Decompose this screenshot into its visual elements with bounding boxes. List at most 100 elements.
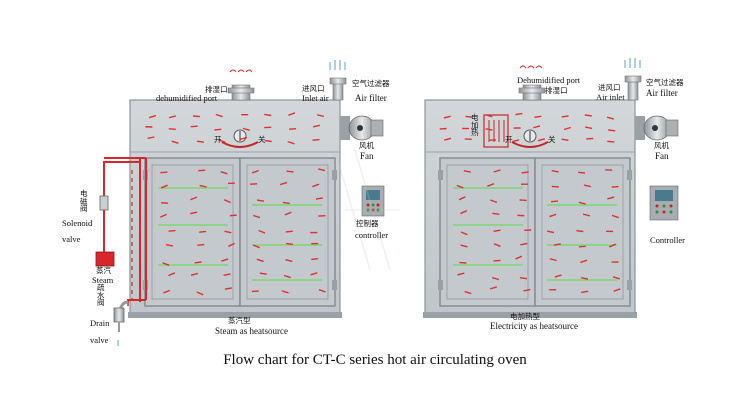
airflow-dash: [608, 129, 616, 132]
drain-valve: [113, 300, 129, 346]
left-controller-label-cn: 控制器: [356, 219, 379, 228]
airflow-dash: [228, 242, 235, 247]
airflow-dash: [218, 139, 226, 143]
airflow-dash: [546, 230, 555, 234]
airflow-dash: [286, 170, 294, 173]
airflow-dash: [563, 126, 571, 131]
left-oven: [95, 60, 385, 346]
airflow-dash: [147, 136, 155, 140]
airflow-dash: [315, 197, 323, 200]
airflow-dash: [171, 140, 179, 144]
right-heat-label-en: Electricity as heatsource: [490, 321, 578, 331]
airflow-dash: [312, 124, 321, 128]
airflow-dash: [160, 184, 168, 189]
airflow-dash: [612, 276, 621, 280]
airflow-dash: [190, 196, 198, 201]
airflow-dash: [456, 184, 464, 189]
airflow-dash: [490, 199, 498, 204]
right-dehumid-port: [518, 65, 546, 101]
left-fan-label-en: Fan: [360, 151, 374, 161]
right-controller-panel: [649, 185, 679, 221]
airflow-dash: [460, 244, 468, 248]
left-switch-on: 开: [214, 135, 222, 144]
airflow-dash: [581, 276, 589, 280]
right-oven-door-left: [439, 157, 536, 307]
airflow-dash: [288, 112, 296, 116]
airflow-dash: [284, 211, 292, 216]
airflow-dash: [168, 272, 176, 277]
airflow-dash: [458, 196, 466, 201]
airflow-dash: [493, 243, 501, 247]
right-fan-label-en: Fan: [655, 151, 669, 161]
right-filter-label-en: Air filter: [646, 88, 678, 98]
airflow-dash: [316, 114, 324, 118]
steam-label-en: Steam: [92, 275, 114, 285]
airflow-dash: [582, 213, 591, 217]
airflow-dash: [611, 214, 619, 219]
left-dehumid-port: [227, 69, 255, 101]
airflow-dash: [252, 244, 260, 249]
airflow-dash: [519, 276, 528, 280]
airflow-dash: [578, 201, 586, 205]
watermark-logo: [334, 149, 400, 271]
airflow-dash: [493, 229, 501, 232]
hot-airflow: [145, 112, 621, 296]
electric-heater: [483, 114, 509, 148]
airflow-dash: [578, 171, 586, 174]
airflow-dash: [196, 291, 204, 296]
heater-label-cn: 电加热: [471, 113, 479, 137]
airflow-dash: [444, 137, 452, 141]
airflow-dash: [165, 244, 174, 247]
airflow-dash: [551, 200, 559, 203]
solenoid-label-en2: valve: [62, 234, 81, 244]
airflow-dash: [220, 171, 228, 175]
airflow-dash: [282, 201, 290, 205]
airflow-dash: [285, 230, 293, 233]
airflow-dash: [197, 243, 205, 246]
airflow-dash: [492, 212, 500, 215]
right-dehumid-label-cn: 排湿口: [545, 86, 568, 95]
airflow-dash: [581, 290, 589, 294]
airflow-dash: [533, 125, 541, 129]
left-filter-label-en: Air filter: [355, 93, 387, 103]
airflow-dash: [521, 171, 529, 174]
airflow-dash: [534, 115, 542, 119]
airflow-dash: [549, 213, 557, 218]
airflow-dash: [318, 289, 326, 293]
left-inlet-label-en: Inlet air: [302, 93, 329, 103]
airflow-dash: [554, 274, 562, 278]
solenoid-valve: [99, 195, 109, 211]
airflow-dash: [515, 112, 523, 116]
steam-label-cn: 蒸汽: [96, 266, 111, 275]
airflow-dash: [264, 139, 272, 143]
right-dehumid-label-en: Dehumidified port: [517, 75, 581, 85]
airflow-dash: [553, 243, 561, 246]
airflow-dash: [224, 287, 232, 290]
figure-caption: Flow chart for CT-C series hot air circu…: [223, 352, 527, 368]
airflow-dash: [523, 288, 531, 292]
airflow-dash: [489, 286, 497, 290]
right-filter-label-cn: 空气过滤器: [646, 78, 684, 87]
right-damper-switch: [511, 129, 549, 148]
drain-label-cn: 疏水阀: [97, 283, 105, 307]
airflow-dash: [464, 290, 472, 295]
airflow-dash: [561, 138, 569, 141]
airflow-dash: [215, 113, 223, 118]
right-inlet-label-cn: 进风口: [598, 83, 621, 92]
airflow-dash: [259, 272, 267, 275]
airflow-dash: [485, 128, 493, 131]
airflow-dash: [439, 127, 447, 130]
airflow-dash: [285, 259, 293, 263]
right-controller-label-en: Controller: [650, 235, 685, 245]
left-air-inlet: [329, 60, 347, 101]
airflow-dash: [608, 243, 616, 248]
airflow-dash: [256, 258, 264, 263]
airflow-dash: [493, 259, 501, 262]
right-fan-label-cn: 风机: [654, 141, 669, 150]
airflow-dash: [256, 199, 265, 202]
airflow-dash: [159, 213, 167, 218]
airflow-dash: [190, 272, 199, 276]
left-dehumid-label-en: dehumidified port: [156, 93, 218, 103]
left-controller-label-en: controller: [355, 230, 389, 240]
